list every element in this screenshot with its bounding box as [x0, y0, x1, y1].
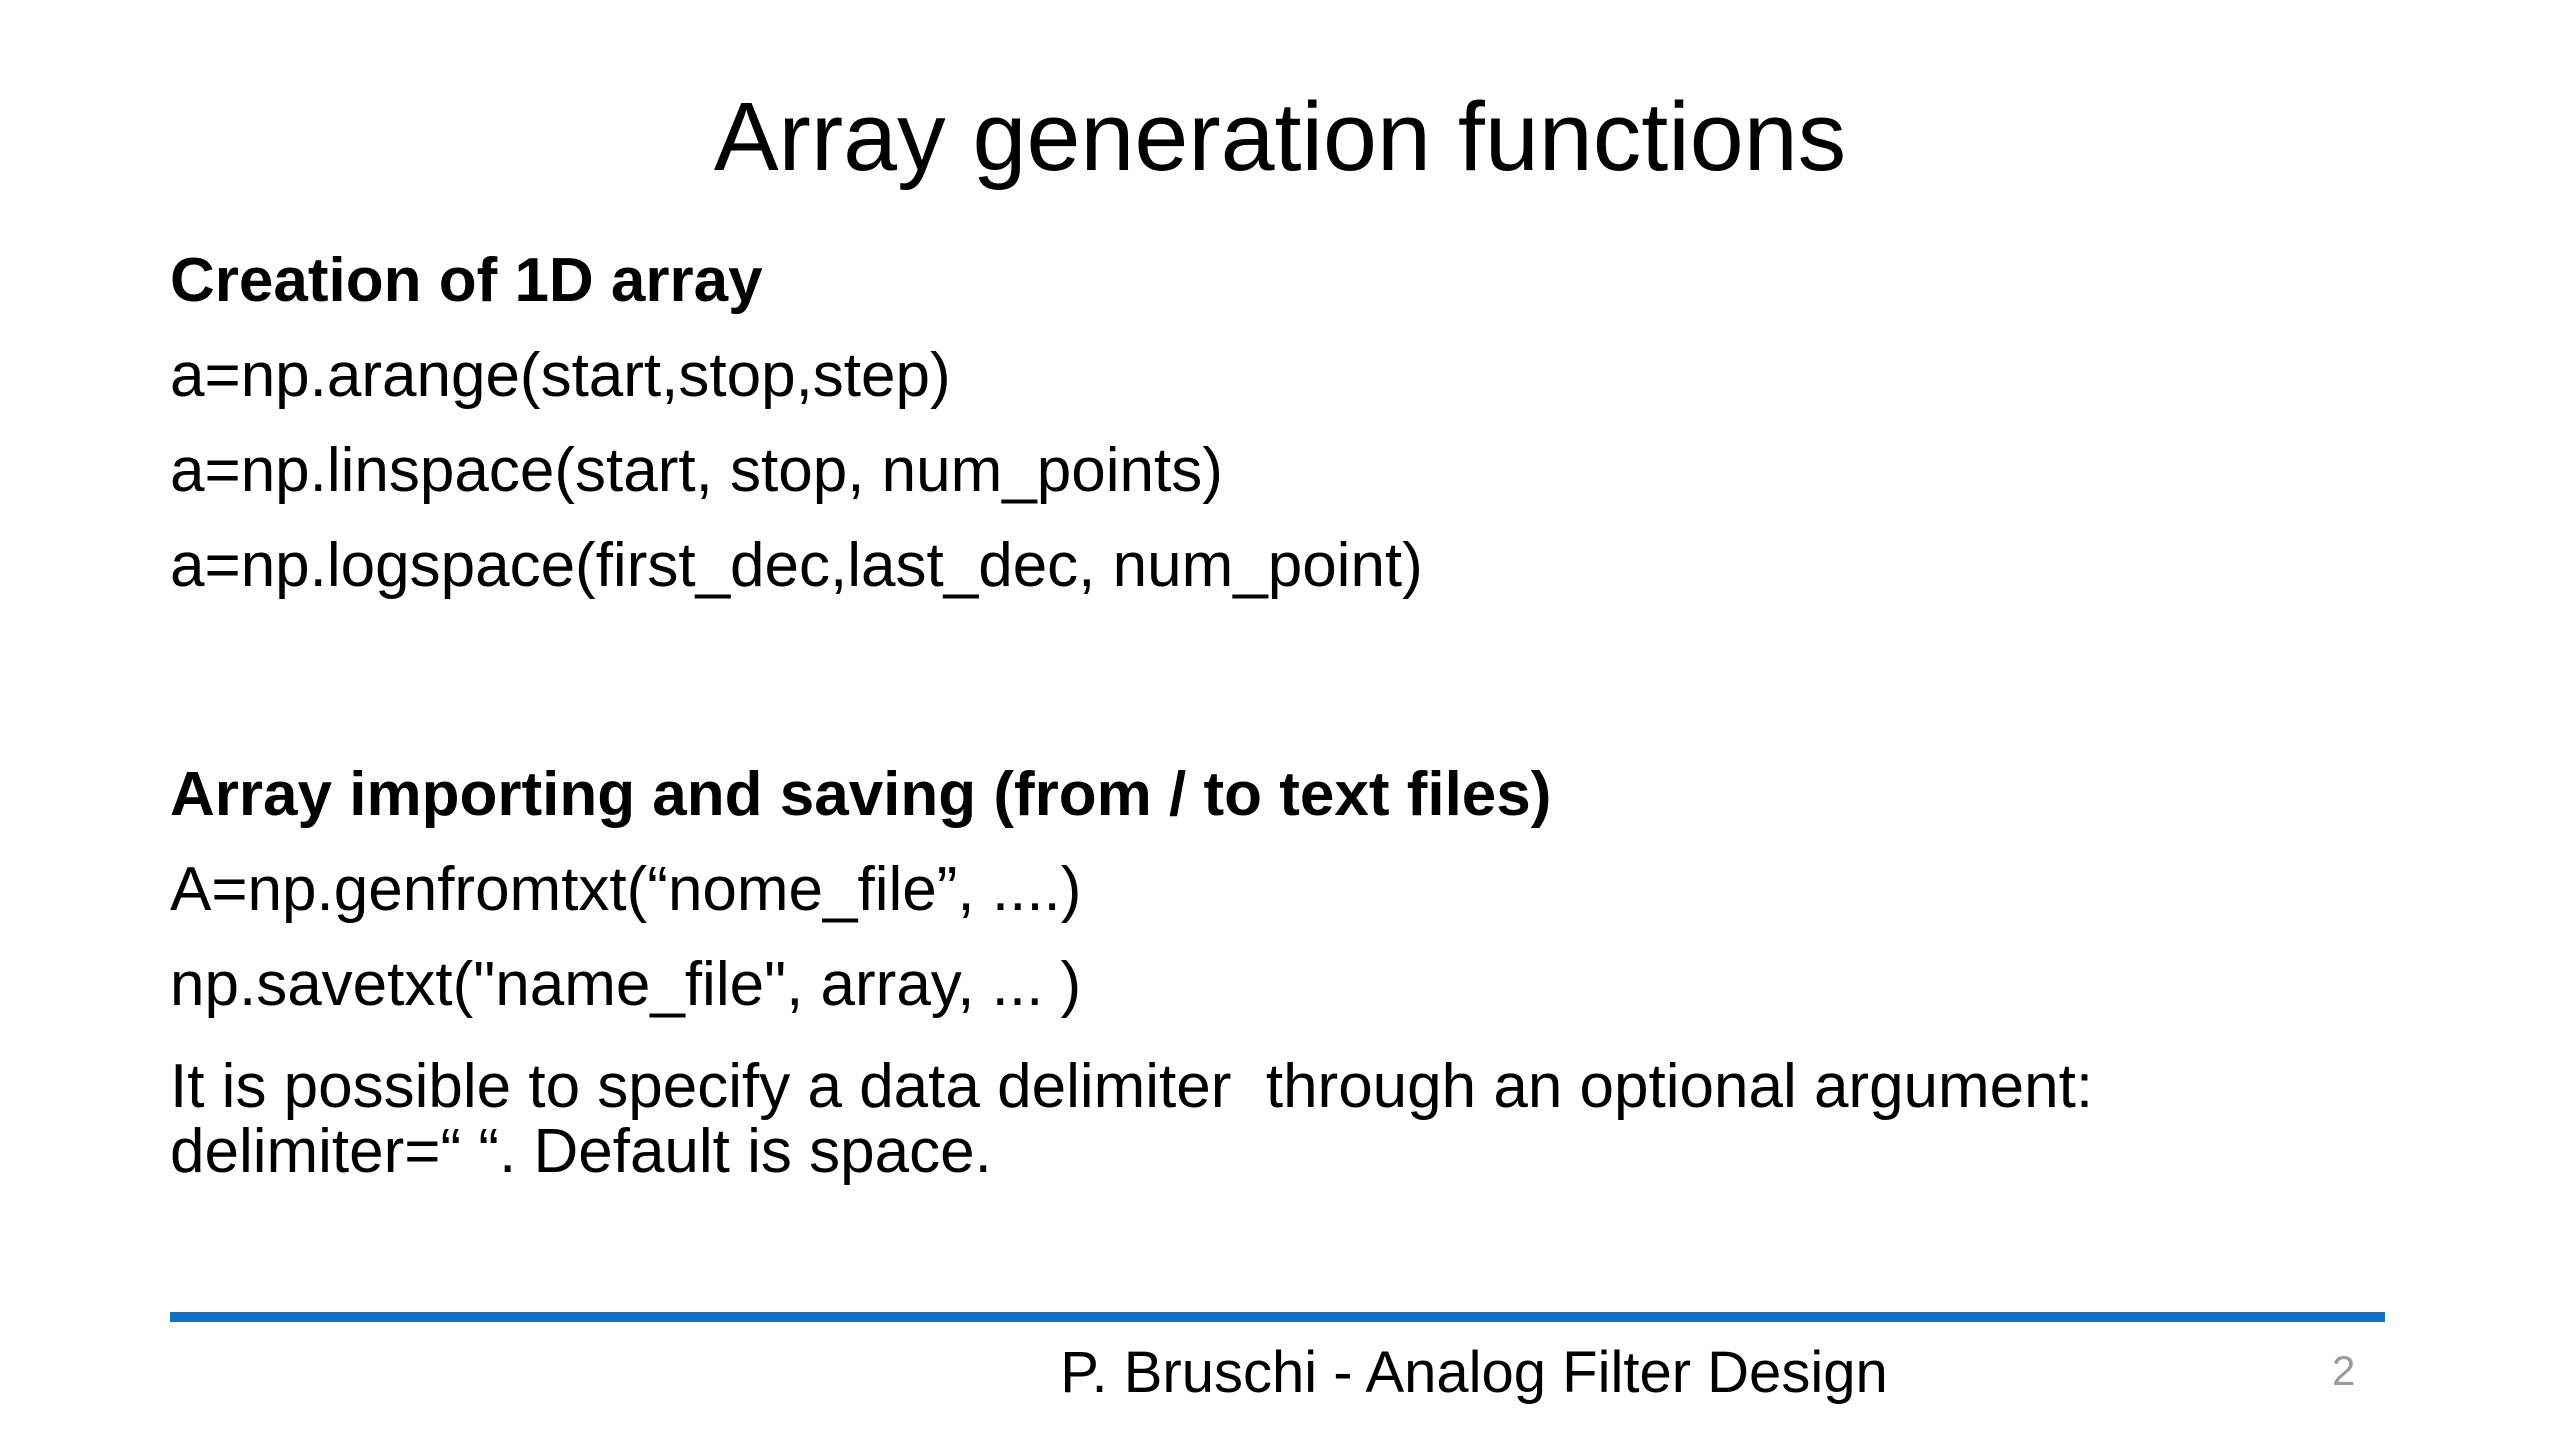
delimiter-note-line-2: delimiter=“ “. Default is space. — [170, 1117, 992, 1186]
code-line-genfromtxt: A=np.genfromtxt(“nome_file”, ....) — [170, 855, 1082, 924]
slide-title: Array generation functions — [713, 82, 1847, 191]
slide-body: Creation of 1D array a=np.arange(start,s… — [170, 233, 2290, 1184]
section-array-import-save: Array importing and saving (from / to te… — [170, 747, 2290, 1184]
delimiter-note-line-1: It is possible to specify a data delimit… — [170, 1052, 2094, 1121]
code-line-savetxt: np.savetxt("name_file", array, ... ) — [170, 950, 1082, 1019]
footer-divider-rule — [170, 1312, 2385, 1322]
code-line-linspace: a=np.linspace(start, stop, num_points) — [170, 436, 1223, 505]
section-heading-creation-1d-array: Creation of 1D array — [170, 246, 763, 315]
section-heading-array-import-save: Array importing and saving (from / to te… — [170, 760, 1552, 829]
code-line-arange: a=np.arange(start,stop,step) — [170, 341, 951, 410]
code-line-logspace: a=np.logspace(first_dec,last_dec, num_po… — [170, 531, 1423, 600]
delimiter-note: It is possible to specify a data delimit… — [170, 1054, 2290, 1184]
page-number: 2 — [2332, 1347, 2356, 1394]
section-creation-1d-array: Creation of 1D array a=np.arange(start,s… — [170, 233, 2290, 613]
footer-course-label: P. Bruschi - Analog Filter Design — [1060, 1340, 1888, 1405]
